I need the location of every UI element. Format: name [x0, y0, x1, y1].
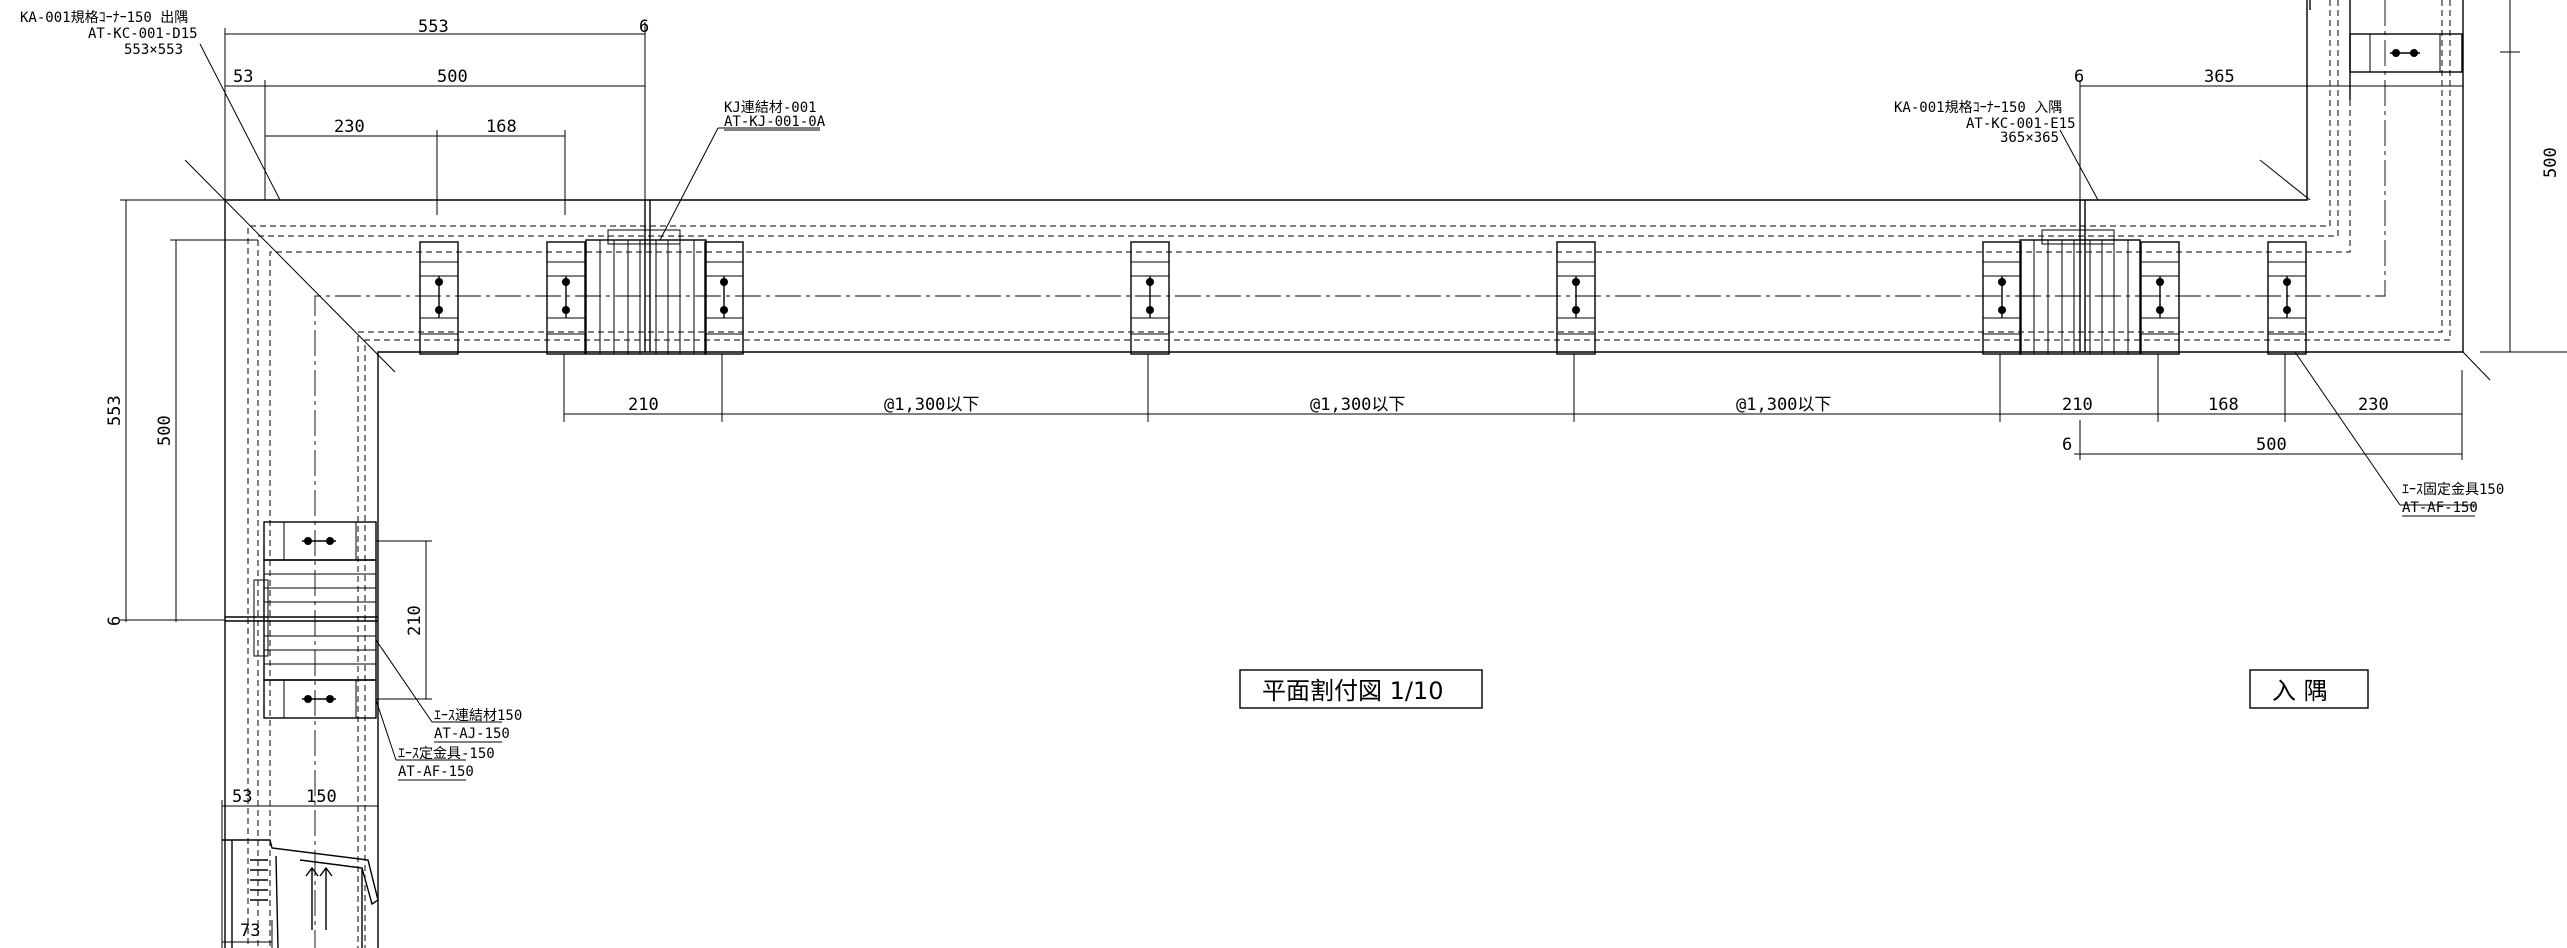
dim-left-6: 6 — [105, 616, 125, 626]
code-underlines — [398, 129, 2475, 781]
dim-top-53: 53 — [233, 67, 253, 87]
dim-bottom-6: 6 — [2062, 435, 2072, 455]
dim-detail-73: 73 — [240, 921, 260, 941]
dim-left-553: 553 — [105, 395, 125, 426]
joint-left-callout-line1: ｴｰｽ連結材150 — [434, 708, 522, 724]
fixing-bracket — [546, 241, 586, 355]
dim-top-230: 230 — [334, 117, 365, 137]
coping-outline — [184, 0, 2491, 948]
fixing-bracket — [2267, 241, 2307, 355]
dim-detail-53: 53 — [232, 787, 252, 807]
dim-bottom-168: 168 — [2208, 395, 2239, 415]
fixing-right-callout-line2: AT-AF-150 — [2402, 500, 2478, 516]
fixing-bracket — [704, 241, 744, 355]
joint-connectors — [585, 229, 2141, 355]
dim-left-500: 500 — [155, 415, 175, 446]
corner-tag: 入 隅 — [2272, 677, 2328, 705]
fixing-bracket — [1130, 241, 1170, 355]
dim-detail-150: 150 — [306, 787, 337, 807]
joint-left-callout-line2: AT-AJ-150 — [434, 726, 510, 742]
dim-right-365: 365 — [2204, 67, 2235, 87]
kj-joint-callout-line1: KJ連結材-001 — [724, 100, 817, 116]
fixing-bracket — [1556, 241, 1596, 355]
dim-pitch-1: @1,300以下 — [884, 395, 979, 415]
dim-bottom-500: 500 — [2256, 435, 2287, 455]
title-box — [1239, 669, 1483, 709]
fixing-bracket — [419, 241, 459, 355]
fixing-bracket — [2140, 241, 2180, 355]
inner-corner-callout-line2: AT-KC-001-E15 — [1966, 116, 2076, 132]
fixing-bracket — [1982, 241, 2022, 355]
dim-top-168: 168 — [486, 117, 517, 137]
kj-joint-callout-line2: AT-KJ-001-0A — [724, 114, 826, 130]
outer-corner-callout-line3: 553×553 — [124, 42, 183, 58]
outer-corner-callout-line1: KA-001規格ｺｰﾅｰ150 出隅 — [20, 10, 188, 26]
dim-pitch-2: @1,300以下 — [1310, 395, 1405, 415]
corner-tag-box — [2249, 669, 2369, 709]
dim-top-553: 553 — [418, 17, 449, 37]
drawing-title: 平面割付図 1/10 — [1262, 677, 1444, 705]
fixing-left-callout-line1: ｴｰｽ定金具-150 — [398, 746, 495, 762]
inner-corner-callout-line3: 365×365 — [2000, 130, 2059, 146]
dimension-lines — [120, 0, 2567, 948]
section-detail — [222, 839, 379, 948]
dim-right-6: 6 — [2074, 67, 2084, 87]
leader-lines — [199, 43, 2475, 761]
dim-right-500: 500 — [2541, 147, 2561, 178]
fixing-left-callout-line2: AT-AF-150 — [398, 764, 474, 780]
dim-pitch-3: @1,300以下 — [1736, 395, 1831, 415]
brackets-vertical — [253, 521, 377, 719]
inner-corner-callout-line1: KA-001規格ｺｰﾅｰ150 入隅 — [1894, 100, 2062, 116]
dim-top-6: 6 — [639, 17, 649, 37]
fixing-bracket — [2349, 33, 2463, 73]
fixing-right-callout-line1: ｴｰｽ固定金具150 — [2402, 482, 2504, 498]
dim-top-500: 500 — [437, 67, 468, 87]
dim-bottom-210-left: 210 — [628, 395, 659, 415]
brackets-horizontal — [419, 33, 2463, 355]
dim-bottom-210-right: 210 — [2062, 395, 2093, 415]
outer-corner-callout-line2: AT-KC-001-D15 — [88, 26, 198, 42]
dim-bottom-230: 230 — [2358, 395, 2389, 415]
dim-left-210: 210 — [405, 605, 425, 636]
